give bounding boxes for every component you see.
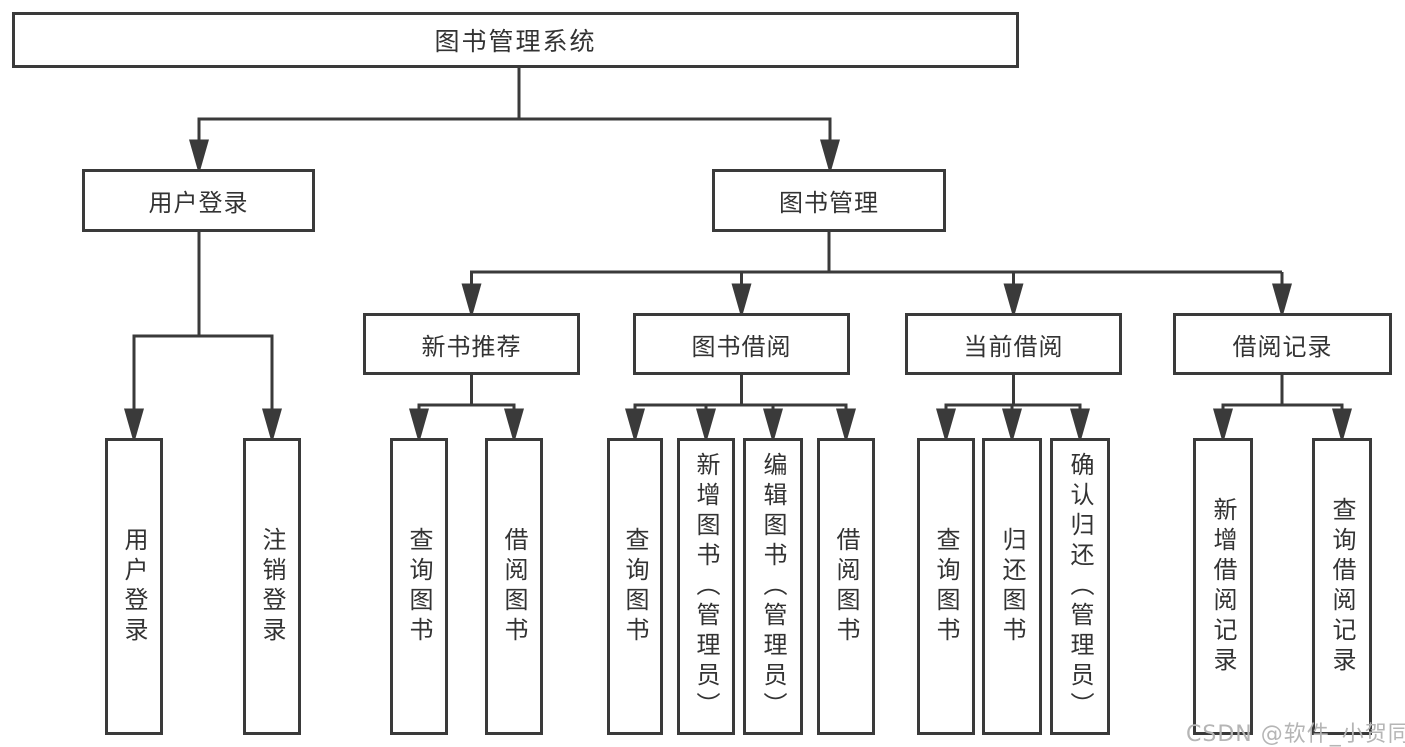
node-leaf-bb-edit-book-admin: 编辑图书（管理员）	[743, 438, 803, 735]
connector-newbookrec-to-leaves	[409, 375, 524, 444]
node-root-library-system: 图书管理系统	[12, 12, 1019, 68]
node-leaf-cb-query-book: 查询图书	[917, 438, 975, 735]
connector-borrowrecords-to-leaves	[1213, 375, 1352, 444]
node-leaf-cb-confirm-return-admin: 确认归还（管理员）	[1050, 438, 1110, 735]
node-leaf-bb-query-book: 查询图书	[607, 438, 663, 735]
node-leaf-rec-query-book: 查询图书	[390, 438, 448, 735]
node-user-login: 用户登录	[82, 169, 315, 232]
node-leaf-logout: 注销登录	[243, 438, 301, 735]
node-leaf-bb-borrow-book: 借阅图书	[817, 438, 875, 735]
node-leaf-cb-return-book: 归还图书	[982, 438, 1042, 735]
node-leaf-br-add-record: 新增借阅记录	[1193, 438, 1253, 735]
node-book-borrow: 图书借阅	[633, 313, 850, 375]
csdn-watermark: CSDN @软件_小贺同学	[1186, 722, 1405, 747]
node-leaf-bb-add-book-admin: 新增图书（管理员）	[677, 438, 735, 735]
node-current-borrow: 当前借阅	[905, 313, 1122, 375]
connector-userlogin-to-leaves	[124, 232, 282, 444]
node-new-book-recommend: 新书推荐	[363, 313, 580, 375]
node-leaf-user-login: 用户登录	[105, 438, 163, 735]
connector-currentborrow-to-leaves	[936, 375, 1090, 444]
node-leaf-br-query-record: 查询借阅记录	[1312, 438, 1372, 735]
node-leaf-rec-borrow-book: 借阅图书	[485, 438, 543, 735]
connector-root-to-level2	[189, 68, 840, 175]
connector-bookmgmt-to-level3	[461, 232, 1292, 319]
connector-bookborrow-to-leaves	[625, 375, 856, 444]
node-borrow-records: 借阅记录	[1173, 313, 1392, 375]
node-book-management: 图书管理	[712, 169, 946, 232]
